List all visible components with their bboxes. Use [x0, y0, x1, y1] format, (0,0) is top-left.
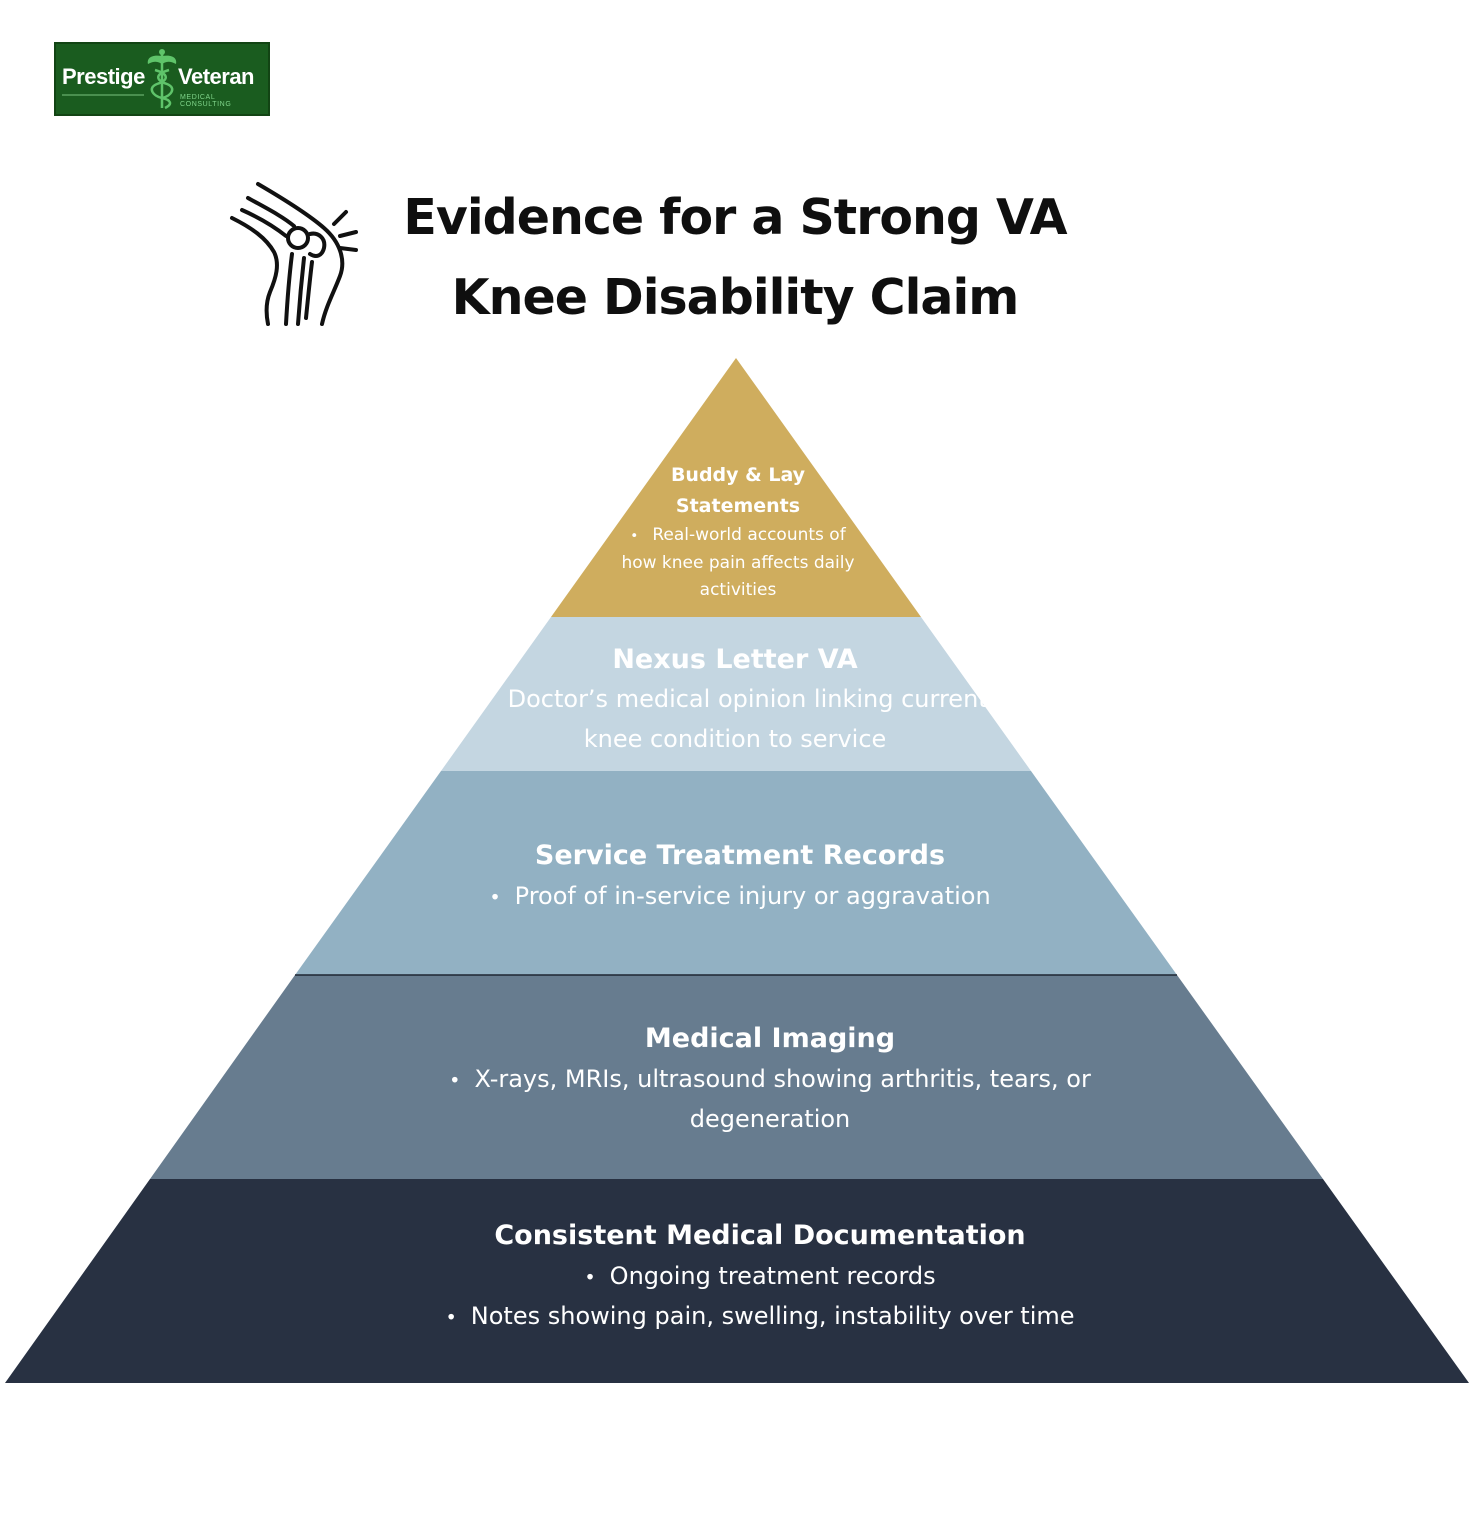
title-line-1: Evidence for a Strong VA: [403, 189, 1067, 246]
tier-1-heading: Buddy & Lay Statements: [670, 464, 806, 517]
tier-3-bullet-1: Proof of in-service injury or aggravatio…: [360, 876, 1120, 918]
tier-5-bullet-2: Notes showing pain, swelling, instabilit…: [330, 1297, 1190, 1337]
tier-2-heading: Nexus Letter VA: [612, 644, 858, 675]
logo-subtitle: MEDICAL CONSULTING: [180, 94, 232, 108]
tier-2-bullet-1: Doctor’s medical opinion linking current…: [470, 680, 1000, 759]
logo-word-prestige: Prestige: [62, 64, 145, 89]
tier-2-content: Nexus Letter VA Doctor’s medical opinion…: [470, 640, 1000, 759]
logo-divider: [62, 94, 144, 96]
title-line-2: Knee Disability Claim: [451, 269, 1020, 326]
tier-4-content: Medical Imaging X-rays, MRIs, ultrasound…: [400, 1018, 1140, 1139]
tier-1-content: Buddy & Lay Statements Real-world accoun…: [620, 460, 856, 604]
tier-4-heading: Medical Imaging: [644, 1023, 896, 1054]
page-title: Evidence for a Strong VA Knee Disability…: [340, 178, 1130, 338]
pyramid-tier-service-treatment-records: [295, 771, 1177, 975]
knee-joint-icon: [230, 182, 358, 326]
logo-word-veteran: Veteran: [178, 64, 255, 89]
tier-3-content: Service Treatment Records Proof of in-se…: [360, 836, 1120, 918]
tier-4-bullet-1: X-rays, MRIs, ultrasound showing arthrit…: [400, 1060, 1140, 1139]
tier-5-content: Consistent Medical Documentation Ongoing…: [330, 1215, 1190, 1337]
caduceus-icon: [147, 49, 177, 110]
tier-1-bullet-1: Real-world accounts of how knee pain aff…: [620, 522, 856, 604]
tier-5-heading: Consistent Medical Documentation: [494, 1220, 1026, 1251]
brand-logo: Prestige Veteran MEDICAL CONSULTING: [54, 42, 270, 116]
tier-5-bullet-1: Ongoing treatment records: [330, 1257, 1190, 1297]
tier-3-heading: Service Treatment Records: [534, 840, 946, 871]
